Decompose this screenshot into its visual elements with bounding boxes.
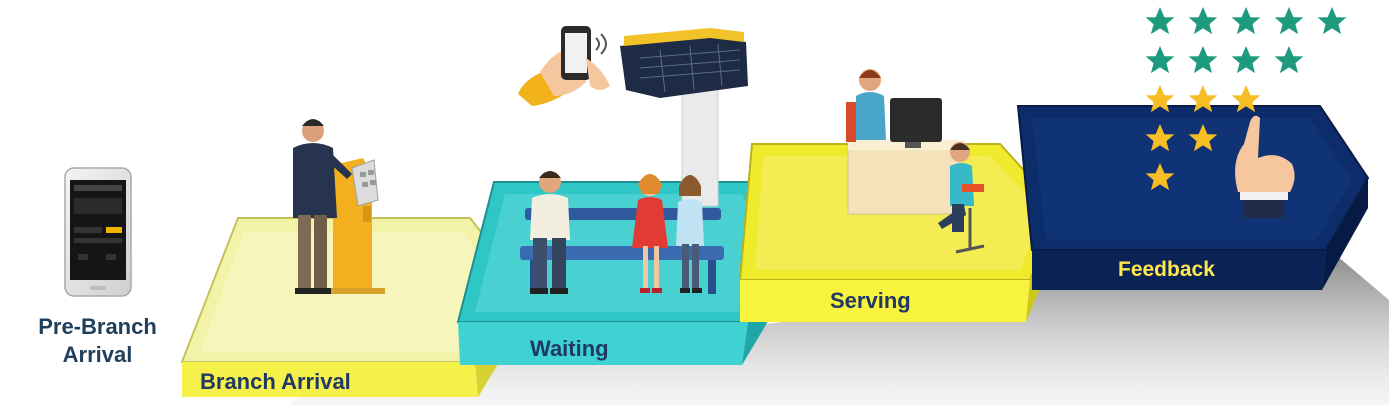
hand-phone-icon xyxy=(518,26,610,106)
mobile-app-icon xyxy=(64,167,132,297)
stage-label-branch-arrival: Branch Arrival xyxy=(200,369,351,394)
star-icon xyxy=(1188,7,1218,35)
star-icon xyxy=(1274,7,1304,35)
waiting-people-icon xyxy=(520,171,724,294)
stage-label-serving: Serving xyxy=(830,288,911,313)
star-icon xyxy=(1317,7,1347,35)
stage-label-pre-branch: Pre-Branch Arrival xyxy=(38,314,157,367)
star-icon xyxy=(1145,46,1175,74)
star-icon xyxy=(1231,7,1261,35)
star-icon xyxy=(1274,46,1304,74)
stage-label-feedback: Feedback xyxy=(1118,258,1215,281)
star-icon xyxy=(1188,46,1218,74)
pointing-hand-icon xyxy=(1235,115,1295,218)
stage-label-waiting: Waiting xyxy=(530,336,609,361)
service-desk-icon xyxy=(846,69,985,254)
star-icon xyxy=(1145,7,1175,35)
kiosk-person-icon xyxy=(293,119,385,294)
star-icon xyxy=(1231,46,1261,74)
